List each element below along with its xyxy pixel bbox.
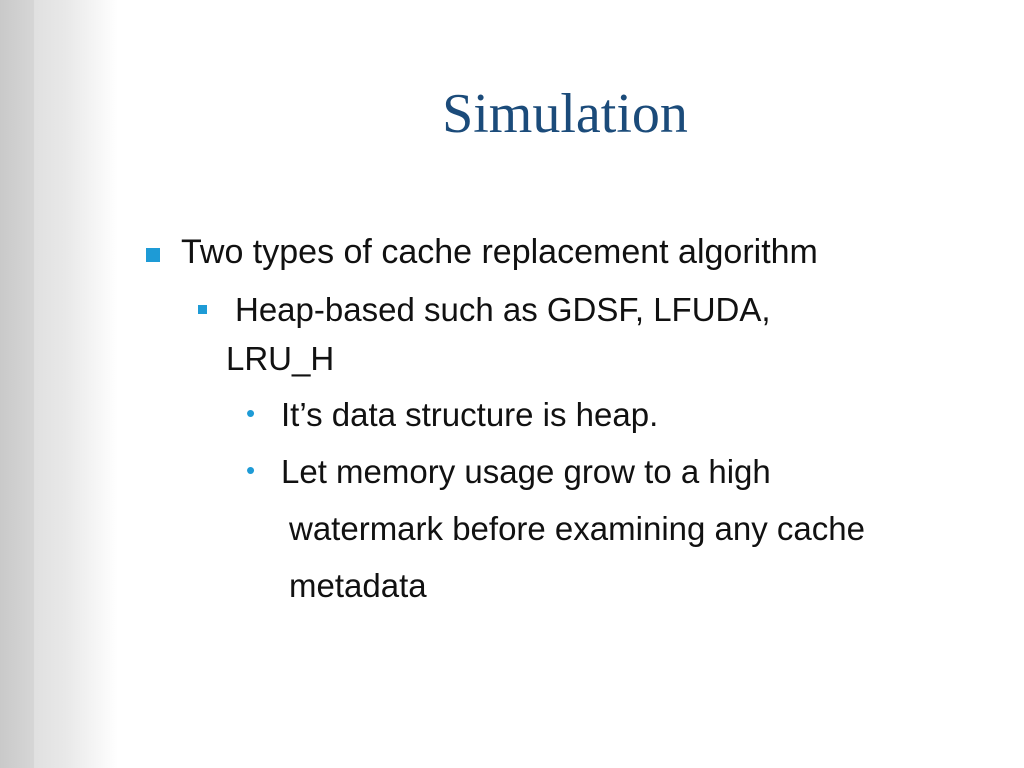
dot-bullet-icon: • [246, 455, 256, 485]
bullet-level3b-line1: Let memory usage grow to a high [281, 453, 771, 490]
bullet-level2-line1: Heap-based such as GDSF, LFUDA, [235, 291, 771, 328]
decorative-stripe [0, 0, 118, 768]
stripe-blocks [34, 0, 100, 768]
stripe-edge [0, 0, 34, 768]
dot-bullet-icon: • [246, 398, 256, 428]
bullet-level3b-line2: watermark before examining any cache [289, 510, 865, 547]
bullet-level3b-line3: metadata [289, 567, 427, 604]
bullet-level2-line2: LRU_H [226, 340, 335, 377]
small-square-bullet-icon [198, 305, 207, 314]
slide-title: Simulation [442, 83, 688, 145]
bullet-level1: Two types of cache replacement algorithm [181, 233, 818, 271]
bullet-level3a: It’s data structure is heap. [281, 396, 659, 433]
square-bullet-icon [146, 248, 160, 262]
